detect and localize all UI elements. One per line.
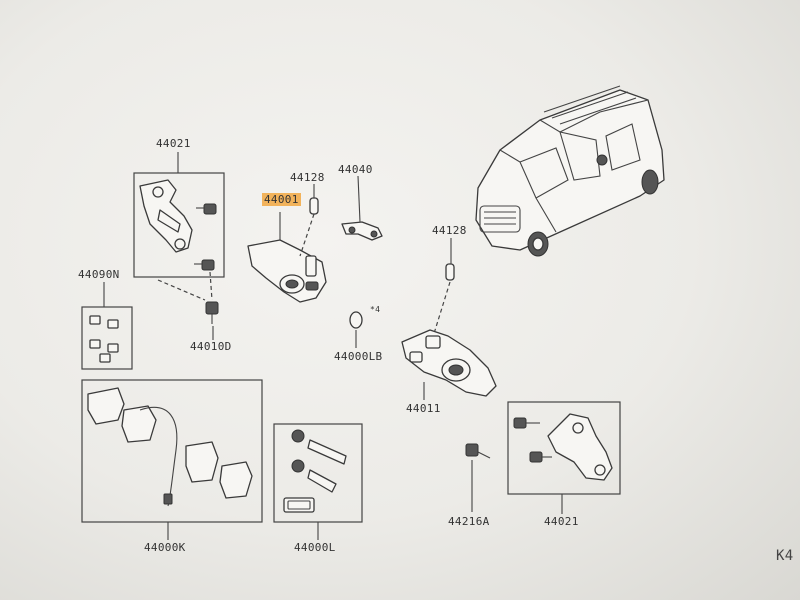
dashed-guide-right: [209, 271, 213, 301]
brake-bracket-bottom[interactable]: [547, 413, 613, 481]
label-44128-right[interactable]: 44128: [432, 224, 467, 237]
label-44216A[interactable]: 44216A: [448, 515, 490, 528]
label-44000LB[interactable]: 44000LB: [334, 350, 383, 363]
van-illustration: [475, 85, 665, 257]
label-44011[interactable]: 44011: [406, 402, 441, 415]
dashed-guide-left: [157, 279, 206, 301]
bracket-bolt-lower[interactable]: [194, 259, 215, 271]
bracket-bolt-upper[interactable]: [196, 203, 217, 215]
bracket-box-top: [133, 172, 225, 278]
label-44001-highlighted[interactable]: 44001: [262, 193, 301, 206]
bracket-bottom-bolt-upper[interactable]: [513, 417, 540, 429]
label-44040[interactable]: 44040: [338, 163, 373, 176]
label-44021-top[interactable]: 44021: [156, 137, 191, 150]
dashed-pin-boot-top: [299, 213, 315, 257]
bolt-44216A[interactable]: [465, 443, 491, 459]
label-44090N[interactable]: 44090N: [78, 268, 120, 281]
lever-44040[interactable]: [341, 221, 383, 241]
bracket-bottom-bolt-lower[interactable]: [529, 451, 552, 463]
caliper-left-44001[interactable]: [247, 239, 327, 303]
bolt-44010D[interactable]: [205, 301, 219, 324]
page-reference: K4: [776, 548, 794, 564]
pin-kit-box: [81, 306, 133, 370]
dashed-pin-boot-right: [431, 281, 451, 341]
label-44021-bottom[interactable]: 44021: [544, 515, 579, 528]
pin-boot-44128-top[interactable]: [309, 197, 319, 215]
bracket-box-bottom: [507, 401, 621, 495]
label-44128-top[interactable]: 44128: [290, 171, 325, 184]
caliper-right-44011[interactable]: [401, 329, 497, 397]
brake-bracket-top[interactable]: [139, 179, 193, 253]
seal-kit-44000LB[interactable]: [349, 311, 363, 329]
guide-pin-kit-44000L[interactable]: [283, 429, 347, 513]
pin-boot-44128-right[interactable]: [445, 263, 455, 281]
label-seal-kit-qty: *4: [370, 305, 381, 314]
label-44010D[interactable]: 44010D: [190, 340, 232, 353]
pin-kit-parts[interactable]: [89, 315, 119, 363]
pad-kit-box: [81, 379, 263, 523]
brake-pads-44000K[interactable]: [87, 387, 253, 507]
label-44000K[interactable]: 44000K: [144, 541, 186, 554]
label-44000L[interactable]: 44000L: [294, 541, 336, 554]
leader-44040: [357, 175, 361, 223]
